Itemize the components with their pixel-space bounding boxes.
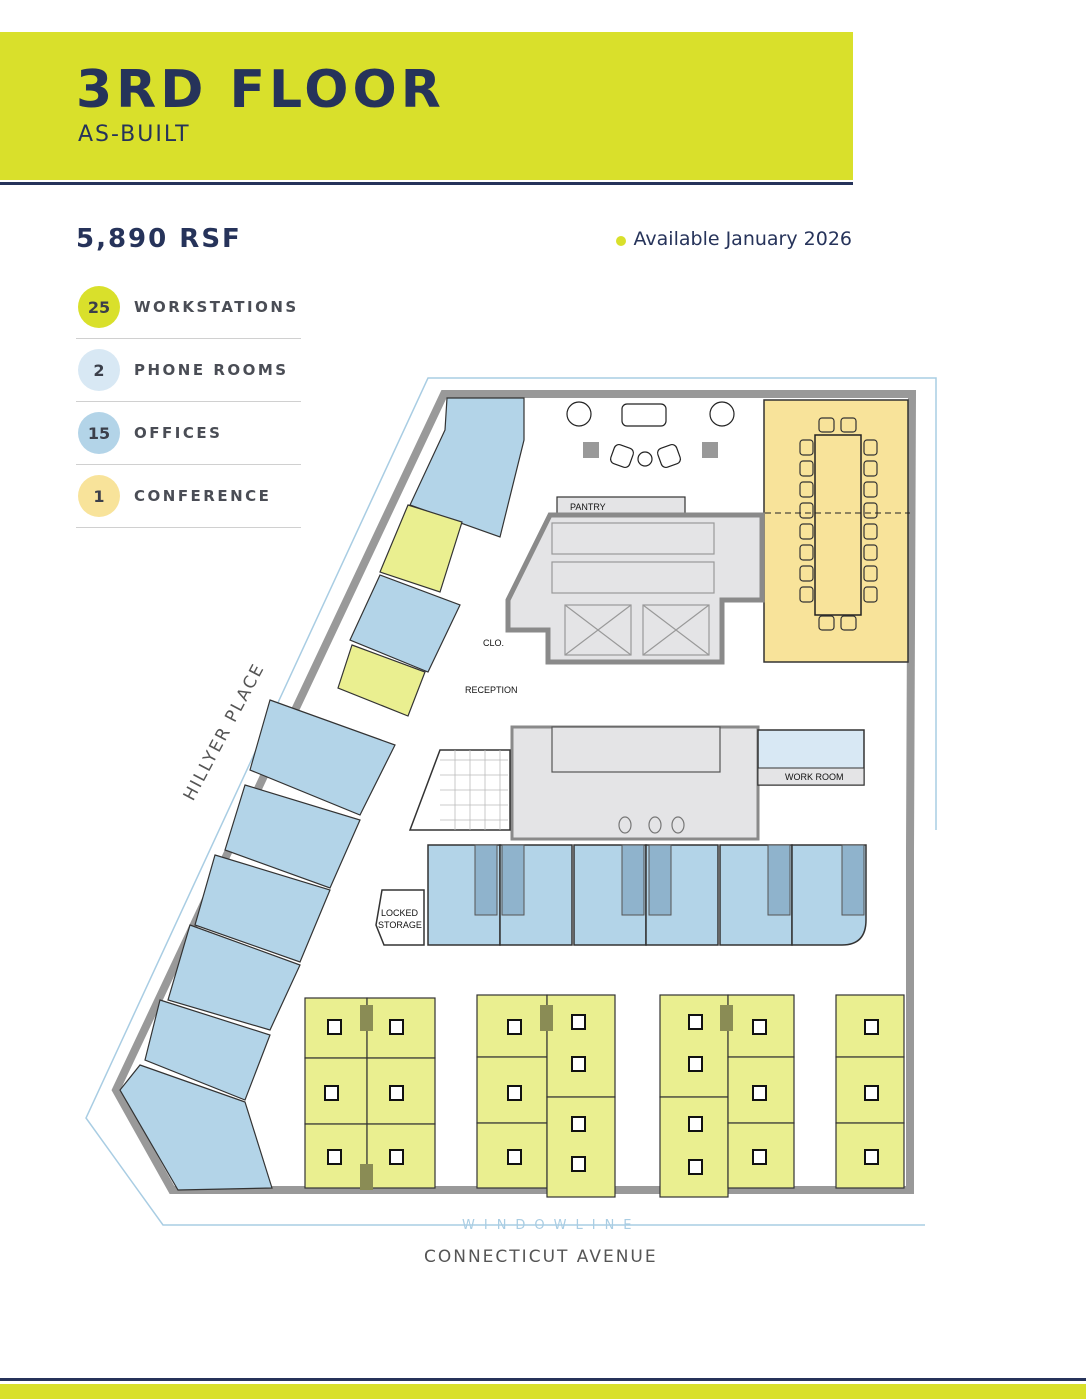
legend-label: CONFERENCE <box>134 487 272 505</box>
conference-chairs <box>799 417 878 631</box>
legend-item-offices: 15 OFFICES <box>76 402 301 465</box>
northwest-phone-rooms <box>337 504 463 717</box>
locked-storage-label-2: STORAGE <box>378 920 422 930</box>
availability-text: Available January 2026 <box>633 228 852 250</box>
windowline-label: WINDOWLINE <box>462 1218 641 1233</box>
count-badge: 15 <box>78 412 120 454</box>
legend-label: PHONE ROOMS <box>134 361 289 379</box>
legend-item-workstations: 25 WORKSTATIONS <box>76 276 301 339</box>
count-badge: 2 <box>78 349 120 391</box>
street-connecticut-avenue: CONNECTICUT AVENUE <box>424 1247 658 1267</box>
availability-dot-icon <box>615 235 626 246</box>
count-badge: 25 <box>78 286 120 328</box>
legend-item-conference: 1 CONFERENCE <box>76 465 301 528</box>
locked-storage <box>375 889 425 946</box>
header-rule <box>0 182 853 185</box>
availability: Available January 2026 <box>615 228 852 250</box>
footer-rule <box>0 1378 1086 1381</box>
office-desks <box>474 844 865 916</box>
count-badge: 1 <box>78 475 120 517</box>
page-title: 3RD FLOOR <box>76 60 445 120</box>
conference-table <box>814 434 862 616</box>
reception-label: RECEPTION <box>465 685 518 695</box>
work-room-label: WORK ROOM <box>785 772 844 782</box>
legend-label: WORKSTATIONS <box>134 298 299 316</box>
page-subtitle: AS-BUILT <box>78 122 191 147</box>
building-core <box>505 512 765 665</box>
toilets <box>618 816 685 834</box>
building-wall <box>111 390 917 1194</box>
shower-room <box>408 749 511 831</box>
elevators <box>564 604 710 656</box>
area-rsf: 5,890 RSF <box>76 224 242 254</box>
workstation-chairs <box>324 1014 879 1175</box>
header-band <box>0 32 853 180</box>
legend-label: OFFICES <box>134 424 223 442</box>
legend-item-phone-rooms: 2 PHONE ROOMS <box>76 339 301 402</box>
footer-band <box>0 1384 1086 1399</box>
closet-label: CLO. <box>483 638 504 648</box>
pantry-label: PANTRY <box>570 502 606 512</box>
lounge-furniture <box>566 401 735 469</box>
locked-storage-label-1: LOCKED <box>381 908 419 918</box>
legend: 25 WORKSTATIONS 2 PHONE ROOMS 15 OFFICES… <box>76 276 301 528</box>
northwest-offices <box>119 397 525 1191</box>
